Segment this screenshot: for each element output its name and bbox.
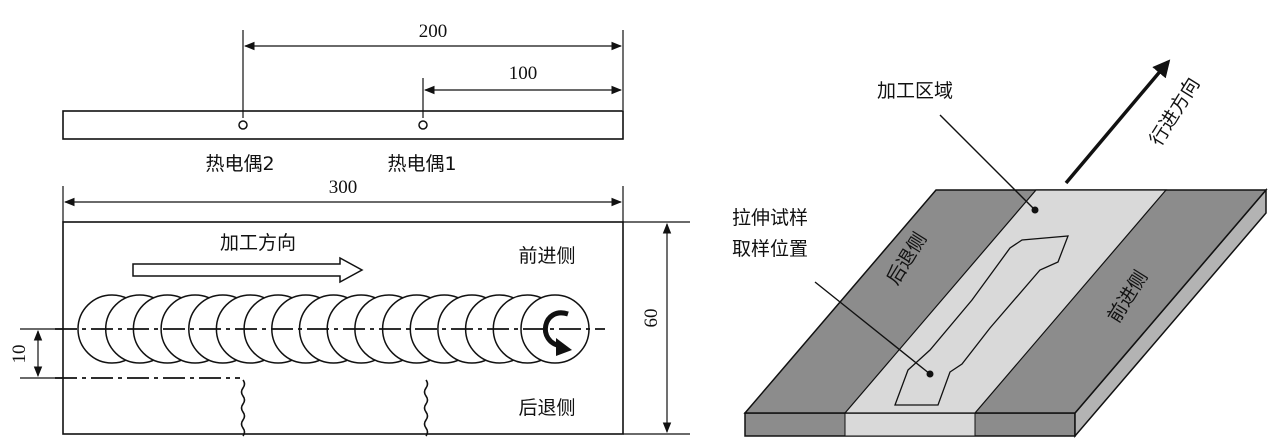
thermocouple-1-label: 热电偶1	[387, 153, 456, 175]
dimension-10-label: 10	[9, 345, 30, 364]
advancing-side-label: 前进侧	[518, 245, 575, 267]
tensile-sample-label-line2: 取样位置	[732, 238, 808, 260]
processing-direction-label: 加工方向	[220, 232, 296, 254]
thermocouple-2-label: 热电偶2	[205, 153, 274, 175]
isometric-view: 加工区域 行进方向 拉伸试样 取样位置 后退侧 前进侧	[732, 59, 1268, 439]
processing-zone-band	[843, 189, 1168, 414]
retreating-side-label: 后退侧	[518, 397, 575, 419]
cut-line-thermocouple-1	[423, 379, 429, 437]
processing-zone-label: 加工区域	[877, 80, 953, 102]
thermocouple-2-hole	[238, 120, 248, 130]
travel-direction-label: 行进方向	[1145, 74, 1204, 150]
rotation-arrow-head-icon	[556, 338, 572, 356]
side-view: 200 100 热电偶2 热电偶1	[62, 21, 624, 175]
zone-front-face	[844, 412, 976, 437]
tensile-sample-outline	[894, 235, 1069, 406]
tensile-sample-dot	[926, 370, 934, 378]
dimension-200-label: 200	[419, 21, 448, 42]
dimension-60-label: 60	[641, 309, 662, 328]
plan-view: 300 60 10 加工方向 前进侧 后退侧	[9, 177, 690, 437]
tensile-sample-label-line1: 拉伸试样	[732, 207, 808, 229]
dimension-100-label: 100	[509, 63, 538, 84]
plate-plan-rect	[62, 221, 624, 435]
processing-zone-dot	[1031, 206, 1039, 214]
processing-direction-arrow	[132, 256, 364, 284]
rotation-arrow-icon	[542, 310, 569, 349]
thermocouple-1-hole	[418, 120, 428, 130]
plate-side-strip	[62, 110, 624, 140]
tensile-sample-leader	[814, 281, 931, 375]
cut-line-thermocouple-2	[240, 379, 246, 437]
processing-zone-leader	[939, 114, 1036, 211]
travel-direction-arrow	[1064, 59, 1171, 185]
dimension-300-label: 300	[329, 177, 358, 198]
